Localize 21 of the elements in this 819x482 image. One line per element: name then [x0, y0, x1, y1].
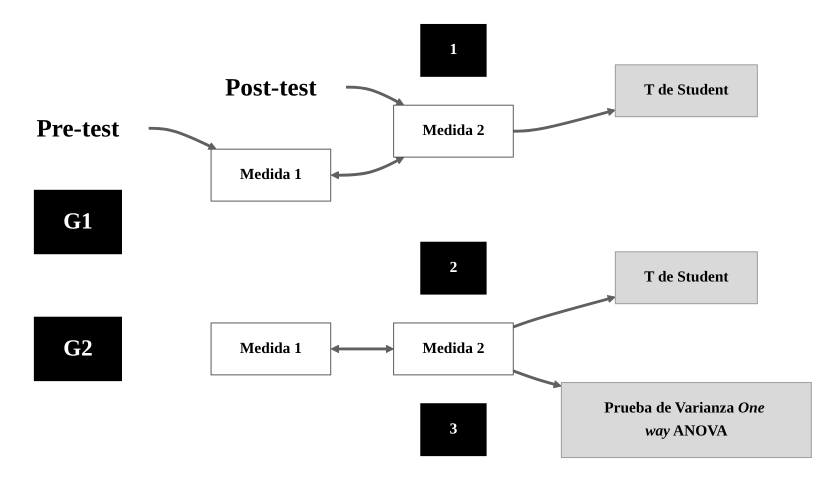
- arrow: [330, 344, 394, 354]
- node-box: 3: [420, 403, 487, 456]
- node-box: T de Student: [614, 251, 758, 304]
- arrow: [346, 86, 404, 106]
- arrow: [512, 370, 562, 388]
- node-box: 1: [420, 24, 487, 77]
- node-box: T de Student: [614, 64, 758, 118]
- arrow: [330, 156, 404, 180]
- node-box: Prueba de Varianza One way ANOVA: [560, 382, 812, 458]
- node-box: G1: [34, 190, 122, 254]
- node-text: Post-test: [225, 73, 317, 102]
- arrow: [148, 126, 217, 150]
- arrow: [513, 108, 616, 133]
- node-text: Pre-test: [36, 114, 120, 142]
- node-box: 2: [420, 242, 487, 295]
- node-box: Medida 2: [393, 322, 514, 376]
- node-box: Medida 1: [210, 148, 332, 202]
- node-box: G2: [34, 316, 122, 382]
- arrow: [512, 294, 616, 328]
- node-box: Medida 1: [210, 322, 332, 376]
- node-box: Medida 2: [393, 104, 514, 158]
